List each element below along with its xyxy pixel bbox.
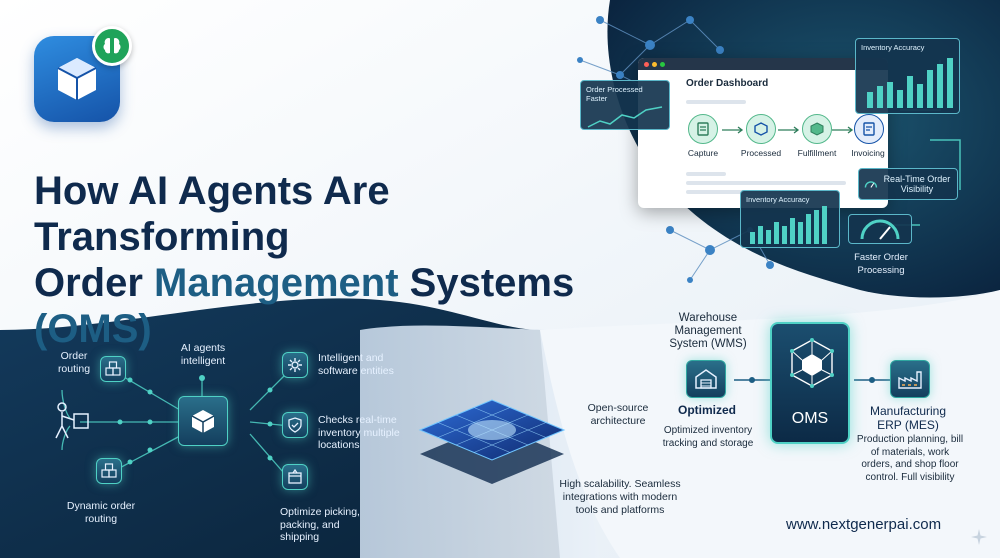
invoicing-icon (854, 114, 884, 144)
platform-grid-graphic (418, 399, 566, 484)
step-fulfillment (802, 114, 832, 144)
capture-icon (688, 114, 718, 144)
checks-inventory-label: Checks real-time inventory multiple loca… (318, 414, 400, 451)
erp-title: Manufacturing ERP (MES) (869, 404, 947, 432)
scalability-label: High scalability. Seamless integrations … (559, 478, 681, 516)
boxes-icon (105, 361, 121, 376)
oms-center-node: OMS (770, 322, 850, 444)
fulfillment-icon (802, 114, 832, 144)
order-dashboard-window: Order Dashboard Capture Processed Fulfil… (638, 58, 888, 208)
intelligent-entities-label: Intelligent and software entities (318, 352, 394, 377)
step-arrows (722, 126, 854, 134)
step-label-invoicing: Invoicing (851, 148, 885, 158)
gear-icon (288, 358, 302, 372)
intelligent-entities-node (282, 352, 308, 378)
inventory-bar-chart-bottom (750, 206, 827, 244)
title-accent-oms: (OMS) (34, 307, 152, 351)
step-processed (746, 114, 776, 144)
dashboard-placeholder-lines (686, 100, 746, 104)
worker-figure (50, 402, 96, 445)
sparkle-icon (971, 529, 987, 545)
gauge-icon (864, 181, 878, 188)
wms-node (686, 360, 726, 398)
brain-icon (103, 38, 121, 54)
step-invoicing (854, 114, 884, 144)
window-titlebar (638, 58, 888, 70)
trend-line-chart (587, 106, 663, 128)
inventory-bar-chart-top (867, 58, 953, 108)
wms-title: Warehouse Management System (WMS) (669, 312, 747, 350)
step-capture (688, 114, 718, 144)
ai-agents-label: AI agents intelligent (180, 342, 226, 367)
optimize-picking-label: Optimize picking, packing, and shipping (280, 506, 360, 543)
dynamic-routing-label: Dynamic order routing (66, 500, 136, 525)
ai-agent-hub (178, 396, 228, 446)
inventory-accuracy-card-bottom: Inventory Accuracy (740, 190, 840, 248)
order-processed-faster-label: Order Processed Faster (586, 85, 643, 103)
cube-hub-icon (191, 410, 215, 433)
inventory-accuracy-top-label: Inventory Accuracy (861, 43, 925, 52)
factory-icon (898, 371, 922, 389)
speedometer-icon (860, 219, 900, 240)
oms-network-icon (790, 338, 834, 388)
shield-check-icon (288, 417, 302, 433)
brain-badge (92, 26, 132, 66)
title-accent-management: Management (154, 261, 399, 305)
picking-node (282, 464, 308, 490)
inventory-accuracy-bottom-label: Inventory Accuracy (746, 195, 810, 204)
order-routing-node (100, 356, 126, 382)
order-processed-faster-card: Order Processed Faster (580, 80, 670, 130)
stacked-boxes-icon (101, 463, 117, 478)
window-close-dot (644, 61, 649, 67)
order-routing-label: Order routing (57, 350, 91, 375)
erp-node (890, 360, 930, 398)
package-icon (288, 469, 302, 484)
worker-with-box-icon (55, 402, 89, 439)
window-minimize-dot (652, 61, 657, 67)
inventory-check-node (282, 412, 308, 438)
footer-url[interactable]: www.nextgenerpai.com (786, 516, 942, 533)
step-label-fulfillment: Fulfillment (797, 148, 837, 158)
dashboard-header: Order Dashboard (686, 78, 769, 89)
step-label-capture: Capture (687, 148, 719, 158)
window-maximize-dot (660, 61, 665, 67)
speedometer-card (848, 214, 912, 244)
faster-order-processing-label: Faster Order Processing (854, 252, 908, 276)
cube-icon (57, 58, 97, 100)
optimized-desc: Optimized inventory tracking and storage (662, 425, 754, 449)
optimized-label: Optimized (677, 403, 736, 417)
title-line-2: Order Management Systems (OMS) (34, 261, 575, 351)
open-source-label: Open-source architecture (587, 402, 649, 427)
erp-desc: Production planning, bill of materials, … (856, 434, 964, 483)
step-label-processed: Processed (740, 148, 782, 158)
realtime-visibility-label: Real-Time Order Visibility (883, 174, 951, 194)
inventory-accuracy-card-top: Inventory Accuracy (855, 38, 960, 114)
title-line-1: How AI Agents Are Transforming (34, 169, 390, 259)
processed-icon (746, 114, 776, 144)
oms-center-label: OMS (791, 410, 829, 427)
realtime-visibility-card: Real-Time Order Visibility (858, 168, 958, 200)
oms-connector-lines (734, 377, 890, 383)
dynamic-routing-node (96, 458, 122, 484)
page-title: How AI Agents Are Transforming Order Man… (34, 168, 634, 352)
warehouse-icon (695, 369, 717, 389)
